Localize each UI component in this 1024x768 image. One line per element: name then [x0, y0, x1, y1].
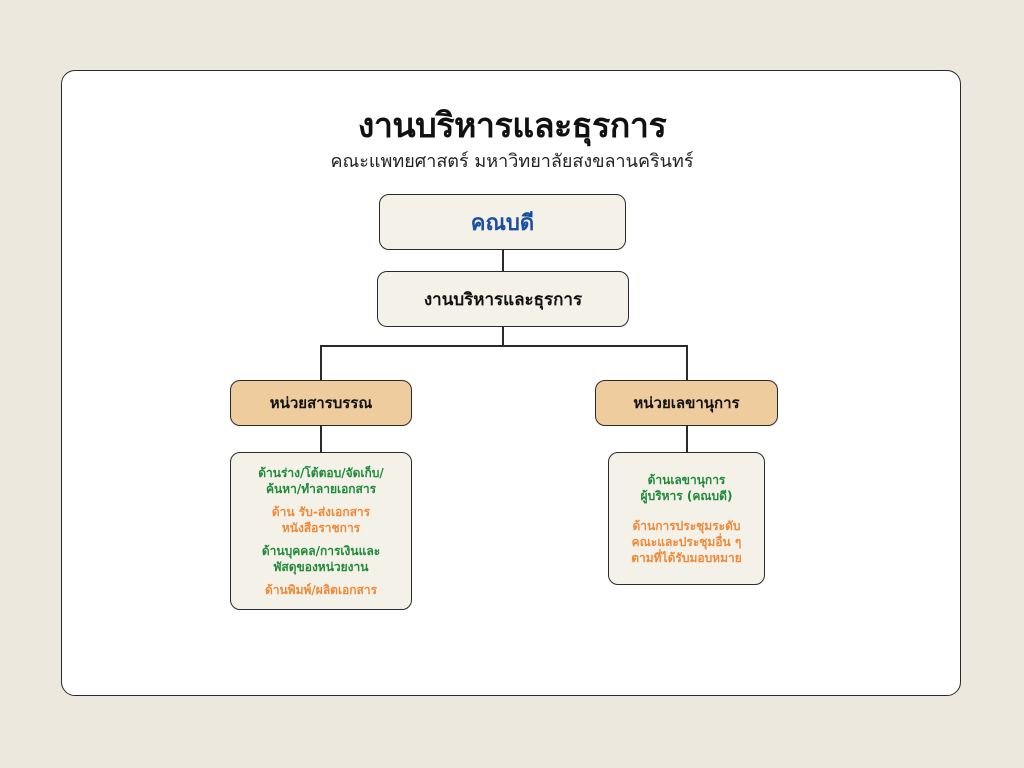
duty-item: ด้านเลขานุการ ผู้บริหาร (คณบดี) — [641, 472, 733, 504]
duty-line: พัสดุของหน่วยงาน — [273, 559, 369, 574]
org-chart-card — [61, 70, 961, 696]
detail-box-secretary: ด้านเลขานุการ ผู้บริหาร (คณบดี) ด้านการป… — [608, 452, 765, 585]
duty-line: หนังสือราชการ — [281, 520, 361, 535]
detail-box-saraban: ด้านร่าง/โต้ตอบ/จัดเก็บ/ ค้นหา/ทำลายเอกส… — [230, 452, 412, 610]
node-unit-saraban-label: หน่วยสารบรรณ — [269, 394, 373, 412]
connector-right-drop — [686, 345, 688, 380]
page-title: งานบริหารและธุรการ — [357, 106, 667, 146]
node-admin-division: งานบริหารและธุรการ — [377, 271, 629, 327]
connector-secretary-detail — [686, 426, 688, 452]
connector-admin-down — [502, 327, 504, 346]
connector-horizontal — [320, 345, 687, 347]
duty-line: คณะและประชุมอื่น ๆ — [631, 534, 742, 549]
duty-item: ด้านพิมพ์/ผลิตเอกสาร — [265, 582, 377, 598]
duty-item: ด้านการประชุมระดับ คณะและประชุมอื่น ๆ ตา… — [631, 518, 742, 566]
node-dean: คณบดี — [379, 194, 626, 250]
duty-line: ด้าน รับ-ส่งเอกสาร — [271, 504, 371, 519]
duty-line: ด้านการประชุมระดับ — [632, 518, 741, 533]
node-unit-secretary: หน่วยเลขานุการ — [595, 380, 778, 426]
connector-saraban-detail — [320, 426, 322, 452]
node-unit-secretary-label: หน่วยเลขานุการ — [633, 394, 740, 412]
duty-line: ด้านร่าง/โต้ตอบ/จัดเก็บ/ — [258, 465, 384, 480]
connector-dean-admin — [502, 250, 504, 271]
duty-line: ค้นหา/ทำลายเอกสาร — [265, 481, 377, 496]
connector-left-drop — [320, 345, 322, 380]
duty-line: ด้านบุคคล/การเงินและ — [261, 543, 381, 558]
node-dean-label: คณบดี — [470, 210, 535, 236]
node-admin-division-label: งานบริหารและธุรการ — [423, 289, 583, 310]
duty-line: ด้านพิมพ์/ผลิตเอกสาร — [264, 582, 378, 597]
duty-line: ตามที่ได้รับมอบหมาย — [631, 550, 742, 565]
duty-item: ด้าน รับ-ส่งเอกสาร หนังสือราชการ — [272, 504, 370, 536]
page-subtitle: คณะแพทยศาสตร์ มหาวิทยาลัยสงขลานครินทร์ — [330, 151, 694, 172]
duty-item: ด้านร่าง/โต้ตอบ/จัดเก็บ/ ค้นหา/ทำลายเอกส… — [258, 465, 384, 497]
node-unit-saraban: หน่วยสารบรรณ — [230, 380, 412, 426]
duty-line: ด้านเลขานุการ — [647, 472, 726, 487]
duty-item: ด้านบุคคล/การเงินและ พัสดุของหน่วยงาน — [262, 543, 380, 575]
duty-line: ผู้บริหาร (คณบดี) — [640, 488, 733, 503]
